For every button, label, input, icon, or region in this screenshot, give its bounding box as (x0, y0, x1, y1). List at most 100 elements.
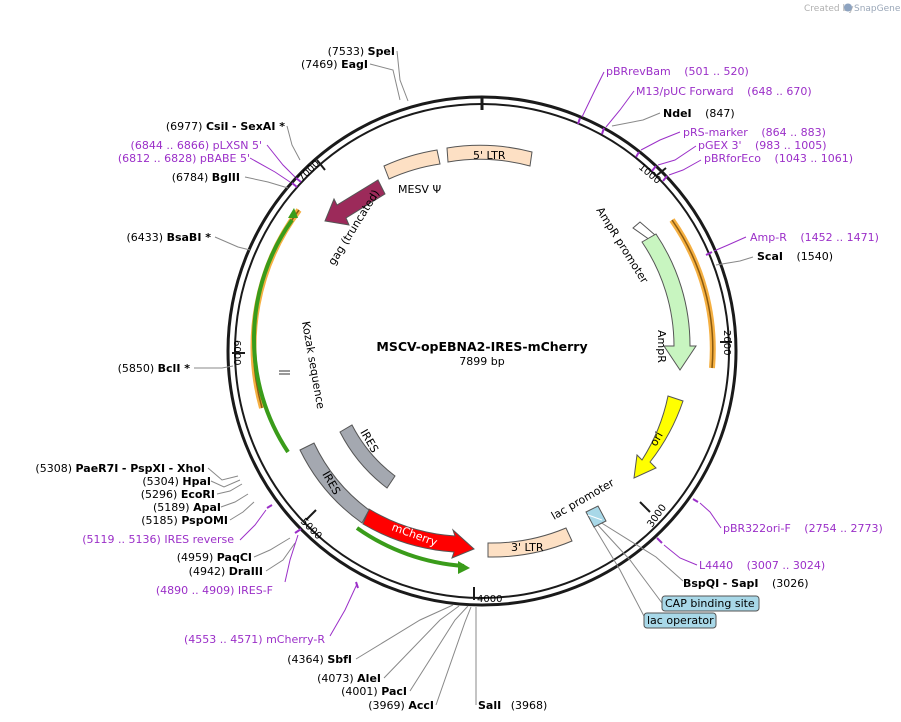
site-sali-name: SalI (478, 699, 501, 712)
feature-ampr (641, 233, 697, 371)
orf-green-left (252, 218, 294, 454)
primer-pbrforeco-name: pBRforEco (704, 152, 761, 165)
svg-text:(7469) EagI: (7469) EagI (301, 58, 368, 71)
site-paer7i-pos: (5308) (35, 462, 72, 475)
primer-pbabe-pos: (6812 .. 6828) (118, 152, 197, 165)
site-bsabi-name: BsaBI * (167, 231, 212, 244)
svg-text:M13/pUC Forward (648 .. 670): M13/pUC Forward (648 .. 670) (636, 85, 812, 98)
site-bglii-name: BglII (212, 171, 240, 184)
primer-mcherryr-name: mCherry-R (266, 633, 325, 646)
svg-text:NdeI (847): NdeI (847) (663, 107, 735, 120)
site-pspxi-name: - PspXI (122, 462, 165, 475)
primer-iresf-name: IRES-F (238, 584, 273, 597)
svg-text:(4001) PacI: (4001) PacI (341, 685, 407, 698)
feature-ori (633, 395, 684, 479)
site-apai-name: ApaI (193, 501, 221, 514)
feature-3ltr (487, 527, 573, 558)
svg-text:(6844 .. 6866) pLXSN 5': (6844 .. 6866) pLXSN 5' (131, 139, 262, 152)
orf-orange-right-core (671, 219, 714, 369)
feature-ori-label: ori (647, 430, 665, 449)
svg-text:pBRforEco (1043 .. 1061): pBRforEco (1043 .. 1061) (704, 152, 853, 165)
orf-mcherry (355, 526, 465, 568)
site-eagi-pos: (7469) (301, 58, 338, 71)
credit-text: Created by (804, 4, 854, 14)
svg-text:(7533) SpeI: (7533) SpeI (328, 45, 395, 58)
site-scai-pos: (1540) (796, 250, 833, 263)
svg-text:(3969) AccI: (3969) AccI (368, 699, 434, 712)
primer-pbrrevbam-pos: (501 .. 520) (684, 65, 749, 78)
primer-plxsn-pos: (6844 .. 6866) (131, 139, 210, 152)
svg-text:pGEX 3' (983 .. 1005): pGEX 3' (983 .. 1005) (698, 139, 827, 152)
site-bcli-pos: (5850) (118, 362, 155, 375)
primer-ticks (266, 117, 713, 589)
svg-text:(6977) CsiI - SexAI *: (6977) CsiI - SexAI * (166, 120, 285, 133)
site-alei-pos: (4073) (317, 672, 354, 685)
site-eagi-name: EagI (341, 58, 368, 71)
site-bspqi-name: BspQI (683, 577, 719, 590)
feature-kozak-label: Kozak sequence (299, 320, 327, 410)
site-sapi-name: - SapI (723, 577, 759, 590)
site-spei-name: SpeI (368, 45, 395, 58)
plasmid-length: 7899 bp (459, 355, 504, 368)
site-ndei-name: NdeI (663, 107, 692, 120)
primer-m13-name: M13/pUC Forward (636, 85, 734, 98)
site-paci-name: PacI (381, 685, 407, 698)
svg-text:pRS-marker (864 .. 883): pRS-marker (864 .. 883) (683, 126, 826, 139)
primer-m13-pos: (648 .. 670) (747, 85, 812, 98)
primer-iresrev-pos: (5119 .. 5136) (82, 533, 161, 546)
site-paqci-pos: (4959) (177, 551, 214, 564)
primer-mcherryr-pos: (4553 .. 4571) (184, 633, 263, 646)
site-hpai-name: HpaI (182, 475, 211, 488)
tick-label-6000: 6000 (231, 340, 242, 365)
lac-operator-label: lac operator (647, 614, 714, 627)
primer-pbrrevbam-name: pBRrevBam (606, 65, 671, 78)
orf-green-left-head (288, 208, 298, 218)
svg-text:(5304) HpaI: (5304) HpaI (142, 475, 211, 488)
primer-leader-lines (239, 71, 747, 637)
site-draiii-pos: (4942) (189, 565, 226, 578)
site-apai-pos: (5189) (153, 501, 190, 514)
primer-pgex-name: pGEX 3' (698, 139, 742, 152)
site-acci-pos: (3969) (368, 699, 405, 712)
primer-pbabe-name: pBABE 5' (200, 152, 250, 165)
cap-binding-site-label: CAP binding site (665, 597, 755, 610)
site-sexai-name: - SexAI * (232, 120, 285, 133)
svg-text:(6433) BsaBI *: (6433) BsaBI * (127, 231, 212, 244)
primer-pbr322-pos: (2754 .. 2773) (804, 522, 883, 535)
feature-gag (324, 179, 386, 226)
site-csii-pos: (6977) (166, 120, 203, 133)
tick-label-4000: 4000 (477, 594, 502, 605)
primer-l4440-pos: (3007 .. 3024) (747, 559, 826, 572)
snapgene-logo-icon (844, 3, 852, 12)
site-draiii-name: DraIII (229, 565, 263, 578)
site-pspomi-pos: (5185) (141, 514, 178, 527)
primer-ampr-pos: (1452 .. 1471) (800, 231, 879, 244)
feature-mesv (383, 149, 441, 180)
site-bsabi-pos: (6433) (127, 231, 164, 244)
site-xhoi-name: - XhoI (169, 462, 205, 475)
site-acci-name: AccI (408, 699, 434, 712)
site-paqci-name: PaqCI (217, 551, 252, 564)
svg-text:(5296) EcoRI: (5296) EcoRI (141, 488, 215, 501)
svg-text:(4553 .. 4571) mCherry-R: (4553 .. 4571) mCherry-R (184, 633, 325, 646)
svg-text:(5189) ApaI: (5189) ApaI (153, 501, 221, 514)
svg-text:(6784) BglII: (6784) BglII (172, 171, 240, 184)
primer-pbr322-name: pBR322ori-F (723, 522, 791, 535)
primer-pgex-pos: (983 .. 1005) (755, 139, 827, 152)
primer-pbrforeco-pos: (1043 .. 1061) (775, 152, 854, 165)
credit-brand: SnapGene (854, 4, 901, 14)
lac-operator-box (643, 612, 717, 629)
site-ecori-name: EcoRI (181, 488, 215, 501)
site-ecori-pos: (5296) (141, 488, 178, 501)
orf-mcherry-head (458, 561, 470, 574)
svg-text:pBRrevBam (501 .. 520): pBRrevBam (501 .. 520) (606, 65, 749, 78)
feature-ampr-label: AmpR (655, 330, 668, 363)
svg-text:(5308) PaeR7I - PspXI - XhoI: (5308) PaeR7I - PspXI - XhoI (35, 462, 205, 475)
svg-text:(5850) BclI *: (5850) BclI * (118, 362, 191, 375)
site-bglii-pos: (6784) (172, 171, 209, 184)
svg-text:SalI (3968): SalI (3968) (478, 699, 547, 712)
primer-plxsn-name: pLXSN 5' (213, 139, 262, 152)
site-ndei-pos: (847) (705, 107, 735, 120)
site-hpai-pos: (5304) (142, 475, 179, 488)
